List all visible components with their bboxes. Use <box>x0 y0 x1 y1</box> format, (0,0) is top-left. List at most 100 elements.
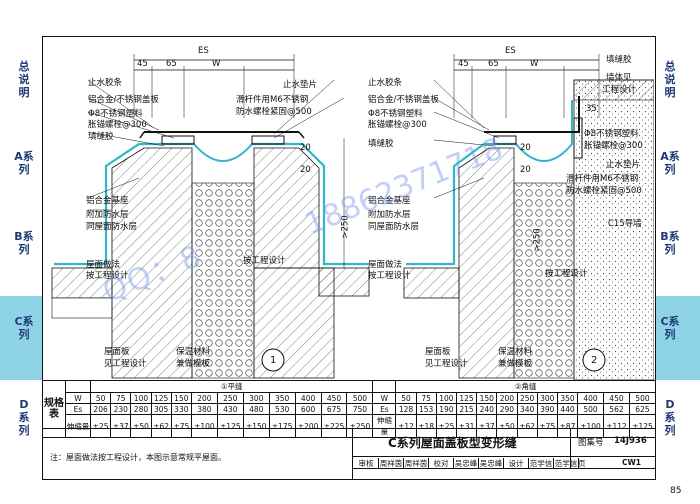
d2-dim-20a: 20 <box>520 143 531 153</box>
d2-dim-45: 45 <box>458 59 469 69</box>
spec-cell: 153 <box>415 403 437 415</box>
drawing-frame <box>42 36 656 480</box>
spec-cell: ±125 <box>628 414 657 438</box>
spec-cell: 50 <box>89 392 112 404</box>
group2-title: ②角缝 <box>395 380 656 393</box>
d2-label-wall-design: 工程设计 <box>602 85 637 95</box>
d1-dim-65: 65 <box>166 59 177 69</box>
signature-cell: 审核 <box>354 458 379 468</box>
spec-cell: ±150 <box>242 414 270 438</box>
tab-c-series[interactable]: C系列 <box>14 315 34 341</box>
spec-cell: 190 <box>435 403 457 415</box>
d1-label-design: 按工程设计 <box>243 256 286 266</box>
signature-cell: 范学信 <box>554 458 579 468</box>
d2-label-anchor-r: 胀锚螺栓@300 <box>584 141 643 151</box>
d2-label-sealant-r: 填缝胶 <box>606 55 632 65</box>
d1-circle-number: 1 <box>270 355 277 366</box>
spec-cell: ±100 <box>190 414 218 438</box>
active-tab-highlight-right <box>656 296 700 380</box>
title-row-line <box>352 456 656 457</box>
spec-cell: 280 <box>130 403 152 415</box>
d1-label-per-design: 按工程设计 <box>86 271 129 281</box>
signature-cell: 设计 <box>504 458 529 468</box>
row-shrink: 伸缩量 ±25±37±50±62±75±100±125±150±175±200±… <box>43 414 657 438</box>
d1-label-roof-method: 屋面做法 <box>86 260 121 270</box>
spec-cell: ±62 <box>516 414 538 438</box>
spec-cell: ±225 <box>320 414 348 438</box>
tab-d-series[interactable]: D系列 <box>18 398 30 437</box>
d2-label-insulation: 保温材料 <box>498 347 533 357</box>
d2-label-anchor: 胀锚螺栓@300 <box>368 120 427 130</box>
spec-cell: ±112 <box>603 414 630 438</box>
tab-b-series[interactable]: B系列 <box>14 230 34 256</box>
es-label: Es <box>65 403 91 415</box>
spec-cell: 350 <box>268 392 296 404</box>
construction-drawings <box>51 54 654 380</box>
right-tab-d-series[interactable]: D系列 <box>664 398 676 437</box>
d2-label-formwork: 兼做模板 <box>498 359 533 369</box>
spec-cell: 240 <box>476 403 498 415</box>
spec-row-label: 伸缩量 <box>372 414 397 438</box>
spec-cell: 250 <box>216 392 244 404</box>
atlas-label: 图集号 <box>578 438 604 448</box>
right-tab-general[interactable]: 总说明 <box>664 60 676 99</box>
d1-label-sealant: 填缝胶 <box>88 132 114 142</box>
spec-cell: 430 <box>216 403 244 415</box>
d1-dim-20a: 20 <box>300 143 311 153</box>
d2-label-base: 铝合金基座 <box>368 196 411 206</box>
d1-label-roof-slab: 屋面板 <box>104 347 130 357</box>
tab-a-series[interactable]: A系列 <box>14 150 34 176</box>
spec-cell: ±175 <box>268 414 296 438</box>
d2-label-design: 按工程设计 <box>545 269 588 279</box>
spec-cell: ±75 <box>170 414 192 438</box>
spec-cell: 440 <box>556 403 579 415</box>
title-row-line-2 <box>352 468 656 469</box>
d2-label-wall: 墙体见 <box>606 73 632 83</box>
d1-dim-es: ES <box>198 46 209 56</box>
spec-cell: 100 <box>435 392 457 404</box>
spec-cell: 500 <box>577 403 604 415</box>
d2-label-plastic: Φ8不锈钢塑料 <box>368 109 423 119</box>
tab-general[interactable]: 总说明 <box>18 60 30 99</box>
spec-cell: 50 <box>395 392 417 404</box>
d1-label-washer: 止水垫片 <box>283 80 318 90</box>
spec-cell: ±125 <box>216 414 244 438</box>
d2-label-guide-wall: C15导墙 <box>608 219 642 229</box>
spec-cell: ±100 <box>577 414 604 438</box>
d1-label-bolt: 防水螺栓紧固@500 <box>236 107 312 117</box>
spec-cell: 300 <box>536 392 558 404</box>
spec-cell: 390 <box>536 403 558 415</box>
signature-cell: 周祥茵 <box>379 458 404 468</box>
d1-label-plastic: Φ8不锈钢塑料 <box>88 109 143 119</box>
signature-cell: 周祥茵 <box>404 458 429 468</box>
spec-cell: 300 <box>242 392 270 404</box>
d2-label-per-design: 按工程设计 <box>368 271 411 281</box>
spec-cell: 75 <box>110 392 132 404</box>
d2-label-extra-wp: 附加防水层 <box>368 210 411 220</box>
note-text: 注：屋面做法按工程设计，本图示意常规平屋面。 <box>50 453 226 462</box>
spec-cell: 400 <box>577 392 604 404</box>
d1-label-insulation: 保温材料 <box>176 347 211 357</box>
group1-title: ①平缝 <box>89 380 374 393</box>
spec-cell: 200 <box>190 392 218 404</box>
active-tab-highlight <box>0 296 42 380</box>
right-tab-a-series[interactable]: A系列 <box>660 150 680 176</box>
d1-label-base: 铝合金基座 <box>86 196 129 206</box>
title-divider <box>570 428 571 468</box>
spec-cell: 230 <box>110 403 132 415</box>
d1-dim-20b: 20 <box>300 165 311 175</box>
spec-cell: 330 <box>170 403 192 415</box>
drawing-2 <box>403 54 654 380</box>
spec-cell: ±200 <box>294 414 322 438</box>
right-tab-b-series[interactable]: B系列 <box>660 230 680 256</box>
d1-dim-w: W <box>212 59 221 69</box>
d2-dim-es: ES <box>505 46 516 56</box>
spec-cell: 400 <box>294 392 322 404</box>
signature-cell: 吴忠峰 <box>479 458 504 468</box>
spec-cell: 675 <box>320 403 348 415</box>
spec-cell: 340 <box>516 403 538 415</box>
right-tab-c-series[interactable]: C系列 <box>660 315 680 341</box>
